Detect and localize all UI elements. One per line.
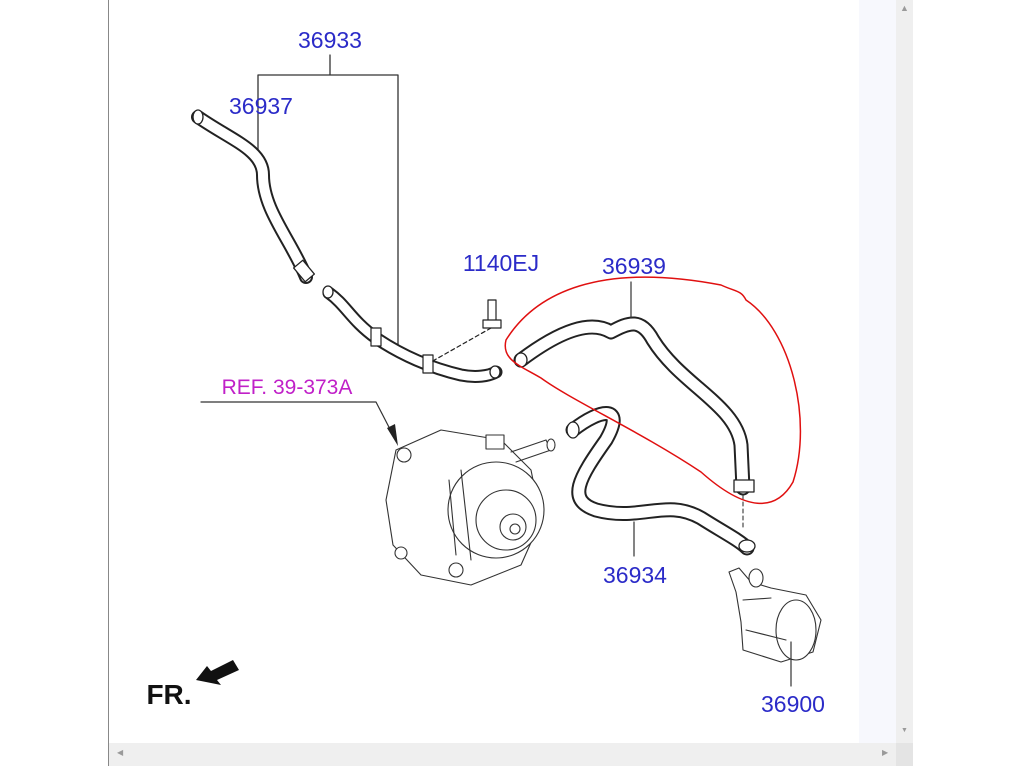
label-reference: REF. 39-373A bbox=[222, 376, 353, 399]
assembly-bracket bbox=[257, 54, 399, 346]
label-front: FR. bbox=[146, 679, 191, 710]
horizontal-scrollbar[interactable]: ◀ ▶ bbox=[109, 743, 896, 766]
label-1140EJ: 1140EJ bbox=[463, 250, 539, 276]
label-36939: 36939 bbox=[602, 253, 666, 279]
diagram-viewer: 36933 36937 1140EJ 36939 REF. 39-373A 36… bbox=[108, 0, 913, 766]
scroll-down-icon[interactable]: ▼ bbox=[901, 727, 908, 734]
pipe-36933 bbox=[322, 285, 503, 383]
label-36937: 36937 bbox=[229, 93, 293, 119]
hose-36934 bbox=[565, 406, 756, 556]
scroll-up-icon[interactable]: ▲ bbox=[900, 3, 909, 13]
bolt-1140EJ bbox=[430, 299, 502, 363]
vertical-scrollbar[interactable]: ▲ ▼ bbox=[896, 0, 913, 743]
alternator bbox=[385, 429, 556, 586]
label-36934: 36934 bbox=[603, 562, 667, 588]
reference-arrow bbox=[387, 424, 398, 446]
leader-lines bbox=[200, 281, 792, 687]
hose-36937 bbox=[191, 109, 316, 284]
label-36933: 36933 bbox=[298, 27, 362, 53]
scroll-left-icon[interactable]: ◀ bbox=[117, 748, 124, 757]
canvas-margin bbox=[859, 0, 896, 743]
water-pump-36900 bbox=[728, 567, 822, 663]
hose-36939 bbox=[513, 316, 755, 531]
scrollbar-corner bbox=[896, 743, 913, 766]
label-36900: 36900 bbox=[761, 691, 825, 717]
parts-diagram: 36933 36937 1140EJ 36939 REF. 39-373A 36… bbox=[146, 27, 825, 717]
scroll-right-icon[interactable]: ▶ bbox=[882, 748, 889, 757]
diagram-canvas: 36933 36937 1140EJ 36939 REF. 39-373A 36… bbox=[109, 0, 896, 743]
red-annotation-circle bbox=[504, 276, 802, 504]
front-arrow-icon bbox=[196, 660, 239, 685]
